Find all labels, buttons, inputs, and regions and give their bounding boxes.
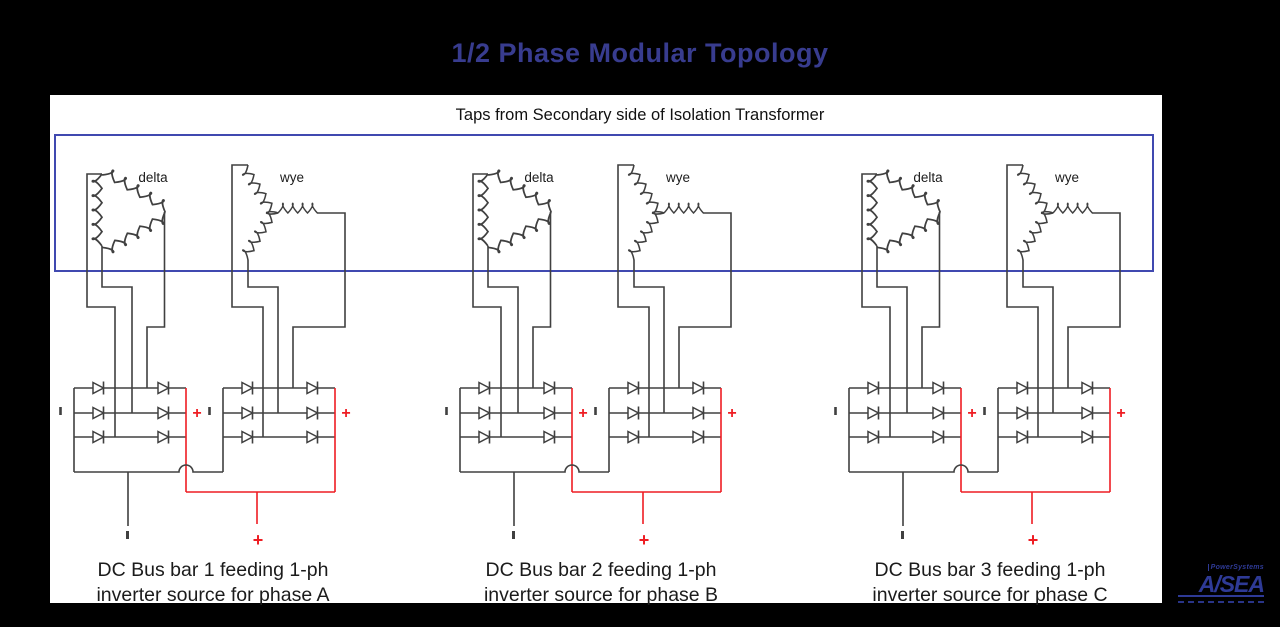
wye-label: wye (1054, 170, 1079, 185)
delta-label: delta (913, 170, 943, 185)
bridge-plus-label: + (341, 405, 350, 422)
secondary-taps-box (54, 134, 1154, 272)
bus-caption-line2: inverter source for phase A (96, 584, 329, 606)
module-phase-c (836, 165, 1121, 539)
bus-caption-line2: inverter source for phase C (872, 584, 1107, 606)
bus-caption-line2: inverter source for phase B (484, 584, 718, 606)
bridge-plus-label: + (578, 405, 587, 422)
bus-caption-line1: DC Bus bar 3 feeding 1-ph (875, 559, 1106, 581)
bus-caption-line1: DC Bus bar 1 feeding 1-ph (98, 559, 329, 581)
dc-plus-terminal-label: + (1028, 530, 1039, 550)
delta-label: delta (524, 170, 554, 185)
dc-plus-terminal-label: + (253, 530, 264, 550)
diagram-panel (50, 95, 1162, 603)
bridge-plus-label: + (1116, 405, 1125, 422)
logo-brand-text: A/SEA (1178, 573, 1265, 597)
dc-plus-terminal-label: + (639, 530, 650, 550)
wye-label: wye (665, 170, 690, 185)
delta-label: delta (138, 170, 168, 185)
bridge-plus-label: + (727, 405, 736, 422)
asea-logo: PowerSystems A/SEA (1178, 556, 1265, 603)
bridge-plus-label: + (967, 405, 976, 422)
module-phase-a (61, 165, 346, 539)
wye-label: wye (279, 170, 304, 185)
module-phase-b (447, 165, 732, 539)
logo-tagline-line (1178, 599, 1264, 603)
bridge-plus-label: + (192, 405, 201, 422)
logo-powersystems-text: PowerSystems (1207, 564, 1264, 571)
bus-caption-line1: DC Bus bar 2 feeding 1-ph (486, 559, 717, 581)
page-title: 1/2 Phase Modular Topology (451, 38, 829, 68)
taps-banner-text: Taps from Secondary side of Isolation Tr… (455, 106, 825, 124)
